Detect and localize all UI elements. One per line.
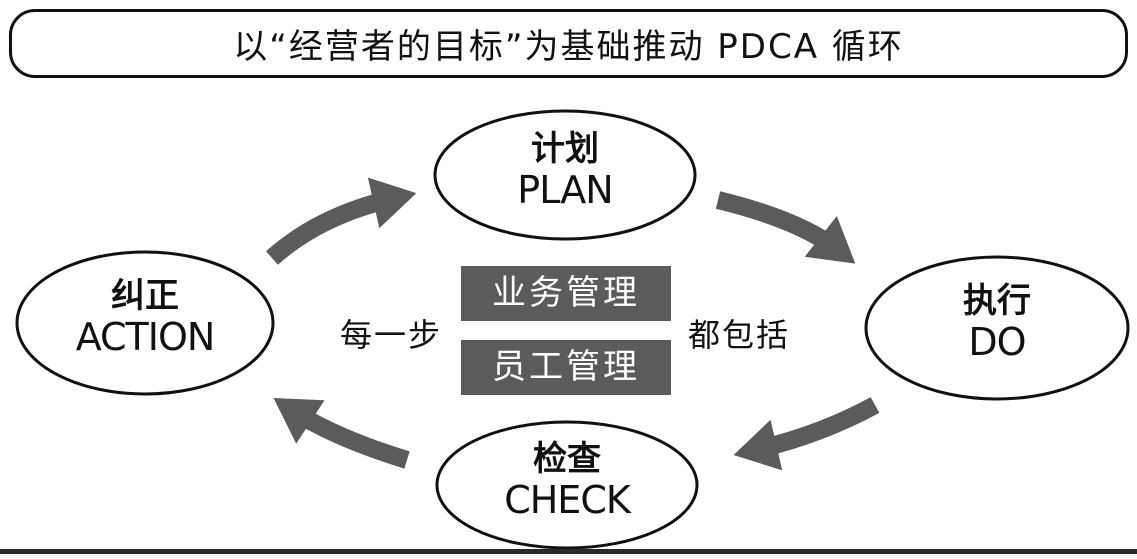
title-text: 以“经营者的目标”为基础推动 PDCA 循环	[233, 27, 904, 67]
arrow-check-to-action	[273, 397, 410, 469]
node-check: 检查 CHECK	[467, 439, 667, 523]
bottom-divider	[0, 549, 1137, 554]
arrow-plan-to-do	[715, 191, 856, 264]
node-plan: 计划 PLAN	[465, 129, 665, 213]
node-do-ellipse	[864, 255, 1130, 401]
node-check-en: CHECK	[504, 478, 631, 523]
node-check-cn: 检查	[533, 439, 601, 479]
title-banner: 以“经营者的目标”为基础推动 PDCA 循环	[9, 9, 1128, 78]
node-action-en: ACTION	[75, 315, 216, 360]
node-action-cn: 纠正	[111, 276, 179, 316]
node-plan-cn: 计划	[531, 129, 599, 169]
center-band-bottom: 员工管理	[461, 340, 671, 395]
node-do: 执行 DO	[897, 281, 1097, 365]
node-plan-en: PLAN	[517, 168, 613, 213]
center-band-top: 业务管理	[461, 266, 671, 321]
arrow-action-to-plan	[265, 177, 417, 265]
node-do-en: DO	[968, 320, 1026, 365]
center-left-text: 每一步	[340, 316, 443, 354]
node-action: 纠正 ACTION	[35, 276, 255, 360]
center-right-text: 都包括	[688, 316, 791, 354]
node-do-cn: 执行	[963, 281, 1031, 321]
node-check-ellipse	[435, 420, 699, 550]
node-action-ellipse	[15, 250, 275, 396]
node-plan-ellipse	[433, 109, 697, 241]
arrow-do-to-check	[733, 397, 880, 471]
